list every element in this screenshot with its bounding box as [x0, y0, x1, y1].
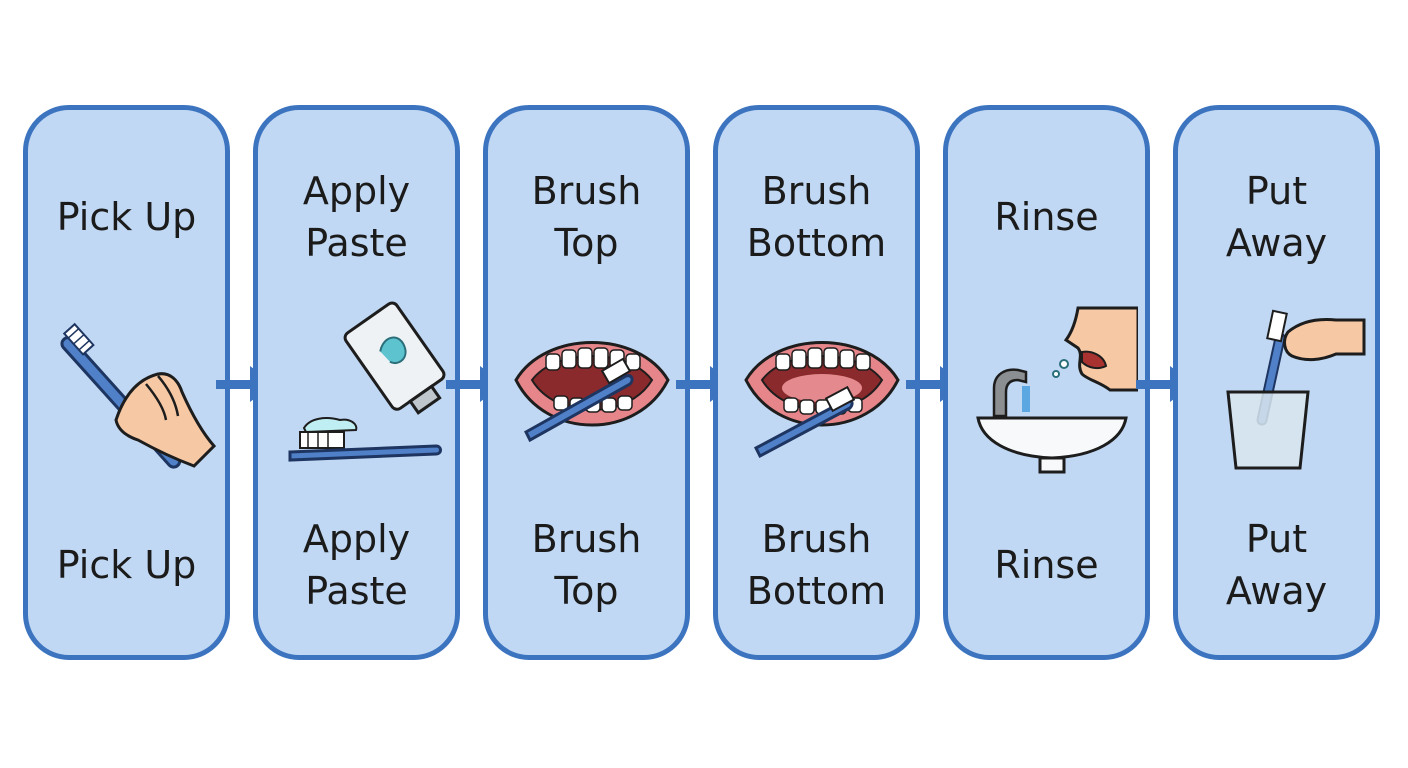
step-caption-line: Paste: [305, 569, 408, 613]
hand-toothbrush-icon: [60, 322, 217, 469]
step-card-apply-paste: Apply Paste Apply Paste: [253, 105, 460, 660]
step-title-line: Rinse: [994, 195, 1099, 239]
step-caption-line: Away: [1225, 569, 1328, 613]
step-title: Pick Up: [28, 162, 225, 272]
step-title: Brush Bottom: [718, 162, 915, 272]
toothpaste-icon: [288, 301, 446, 462]
step-caption: Pick Up: [28, 510, 225, 620]
step-card-brush-top: Brush Top Brush Top: [483, 105, 690, 660]
step-title-line: Pick Up: [56, 195, 197, 239]
step-title: Rinse: [948, 162, 1145, 272]
step-caption-line: Apply: [302, 517, 411, 561]
step-caption-line: Bottom: [746, 569, 887, 613]
step-title-line: Brush: [531, 169, 642, 213]
step-title-line: Top: [554, 221, 619, 265]
mouth-brush-bottom-icon: [744, 341, 900, 459]
rinse-sink-icon: [976, 306, 1138, 474]
step-title-line: Bottom: [746, 221, 887, 265]
step-caption-line: Rinse: [994, 543, 1099, 587]
step-caption: Apply Paste: [258, 510, 455, 620]
step-caption: Brush Top: [488, 510, 685, 620]
step-card-pick-up: Pick Up Pick Up: [23, 105, 230, 660]
step-title-line: Paste: [305, 221, 408, 265]
step-title-line: Brush: [761, 169, 872, 213]
step-title: Put Away: [1178, 162, 1375, 272]
step-caption-line: Put: [1245, 517, 1308, 561]
mouth-brush-top-icon: [514, 341, 670, 443]
step-caption: Brush Bottom: [718, 510, 915, 620]
step-caption-line: Brush: [761, 517, 872, 561]
step-title-line: Put: [1245, 169, 1308, 213]
step-title-line: Away: [1225, 221, 1328, 265]
step-title: Apply Paste: [258, 162, 455, 272]
step-title: Brush Top: [488, 162, 685, 272]
step-caption: Put Away: [1178, 510, 1375, 620]
cup-toothbrush-icon: [1226, 309, 1366, 470]
step-caption-line: Top: [554, 569, 619, 613]
step-caption-line: Brush: [531, 517, 642, 561]
step-caption-line: Pick Up: [56, 543, 197, 587]
step-card-brush-bottom: Brush Bottom Brush Bottom: [713, 105, 920, 660]
step-caption: Rinse: [948, 510, 1145, 620]
step-card-put-away: Put Away Put Away: [1173, 105, 1380, 660]
step-card-rinse: Rinse Rinse: [943, 105, 1150, 660]
step-title-line: Apply: [302, 169, 411, 213]
